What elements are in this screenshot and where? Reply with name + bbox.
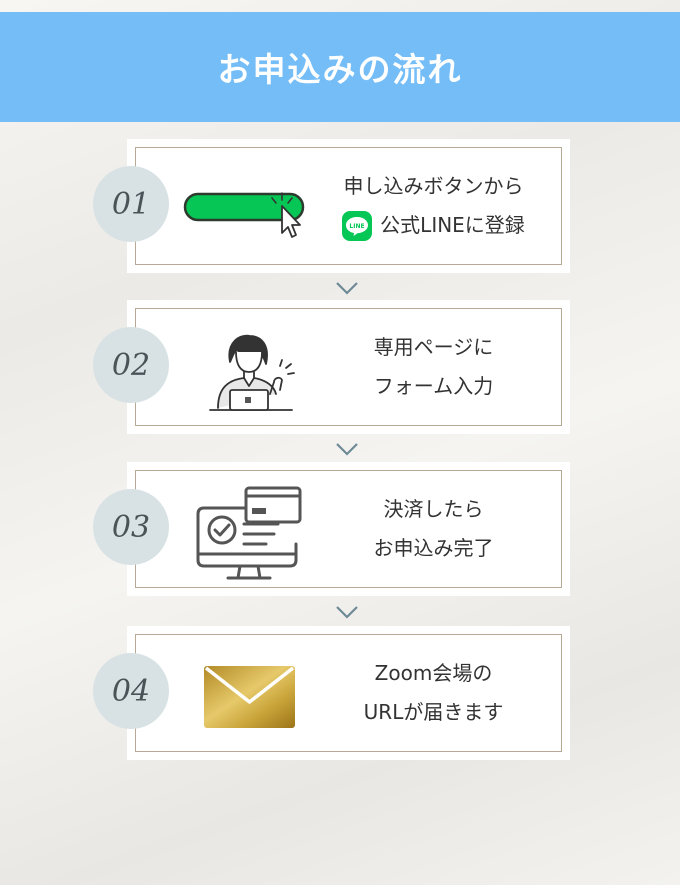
step-card-1: 01 申し込みボタンから LINE 公式LINEに登録: [93, 139, 570, 273]
step-number: 02: [93, 327, 169, 403]
step-number: 01: [93, 166, 169, 242]
chevron-down-icon: [336, 443, 358, 456]
step-line-1: 専用ページに: [373, 335, 494, 359]
step-number: 03: [93, 489, 169, 565]
step-number: 04: [93, 653, 169, 729]
step-card-2: 02 専用ページに フォーム入力: [93, 300, 570, 434]
envelope-icon: [204, 666, 295, 728]
step-card-4: 04 Zoom会場の URLが届きます: [93, 626, 570, 760]
pointer-hand-icon: [183, 192, 305, 238]
step-card-3: 03 決済したら お申込み完了: [93, 462, 570, 596]
chevron-down-icon: [336, 606, 358, 619]
step-line-1: 申し込みボタンから: [343, 174, 524, 198]
step-line-2: URLが届きます: [363, 700, 504, 724]
step-line-1: 決済したら: [383, 497, 484, 521]
step-text: 申し込みボタンから LINE 公式LINEに登録: [317, 139, 550, 273]
step-text: Zoom会場の URLが届きます: [317, 626, 550, 760]
monitor-card-check-icon: [196, 486, 302, 580]
page-title: お申込みの流れ: [0, 12, 680, 122]
step-text: 決済したら お申込み完了: [317, 462, 550, 596]
step-line-2: お申込み完了: [373, 536, 494, 560]
line-badge-text: LINE: [350, 222, 365, 229]
step-text: 専用ページに フォーム入力: [317, 300, 550, 434]
line-row: LINE 公式LINEに登録: [342, 206, 525, 245]
chevron-down-icon: [336, 282, 358, 295]
step-line-1: Zoom会場の: [374, 661, 493, 685]
line-app-icon: LINE: [342, 210, 373, 241]
person-laptop-icon: [209, 334, 295, 411]
step-line-2: 公式LINEに登録: [380, 213, 525, 237]
step-line-2: フォーム入力: [373, 374, 494, 398]
